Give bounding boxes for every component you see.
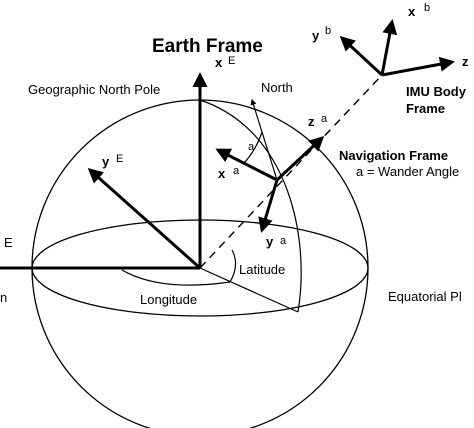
earth-y-label: y — [102, 154, 110, 169]
longitude-label: Longitude — [140, 292, 197, 307]
nav-y-axis — [258, 179, 279, 233]
east-label: E — [4, 235, 13, 250]
latitude-label: Latitude — [239, 262, 285, 277]
diagram-title: Earth Frame — [152, 36, 263, 57]
equator-radius-line — [199, 267, 299, 313]
wander-angle-label: a = Wander Angle — [356, 164, 459, 179]
body-z-label: z — [462, 54, 469, 69]
earth-x-sub: E — [228, 55, 235, 67]
earth-y-axis — [87, 168, 201, 270]
north-label: North — [261, 80, 293, 95]
nav-z-sub: a — [321, 113, 328, 125]
body-y-axis — [339, 35, 384, 77]
body-x-sub: b — [424, 2, 430, 14]
north-direction-line — [250, 98, 278, 181]
nav-x-label: x — [218, 166, 226, 181]
body-x-axis — [380, 19, 398, 76]
imu-frame-label-1: IMU Body — [406, 84, 467, 99]
left-fragment-label: n — [0, 290, 7, 305]
earth-y-sub: E — [116, 153, 123, 165]
body-z-axis — [381, 56, 455, 77]
nav-x-axis — [215, 148, 278, 182]
nav-z-label: z — [308, 114, 315, 129]
nav-y-sub: a — [280, 235, 287, 247]
body-y-sub: b — [325, 25, 331, 37]
nav-frame-label: Navigation Frame — [339, 148, 448, 163]
earth-x-label: x — [215, 55, 223, 70]
longitude-arc — [121, 269, 231, 286]
meridian-arc — [199, 99, 302, 313]
nav-z-axis — [275, 135, 325, 182]
imu-frame-label-2: Frame — [406, 101, 445, 116]
north-pole-label: Geographic North Pole — [28, 82, 160, 97]
wander-angle-symbol: a — [248, 141, 255, 153]
latitude-arc — [229, 249, 237, 283]
nav-y-label: y — [266, 234, 274, 249]
body-x-label: x — [408, 4, 416, 19]
body-y-label: y — [312, 28, 320, 43]
equatorial-plane-label: Equatorial Pl — [388, 289, 462, 304]
nav-x-sub: a — [233, 165, 240, 177]
wander-angle-arc — [243, 131, 263, 164]
dashed-radius-line — [199, 74, 383, 269]
